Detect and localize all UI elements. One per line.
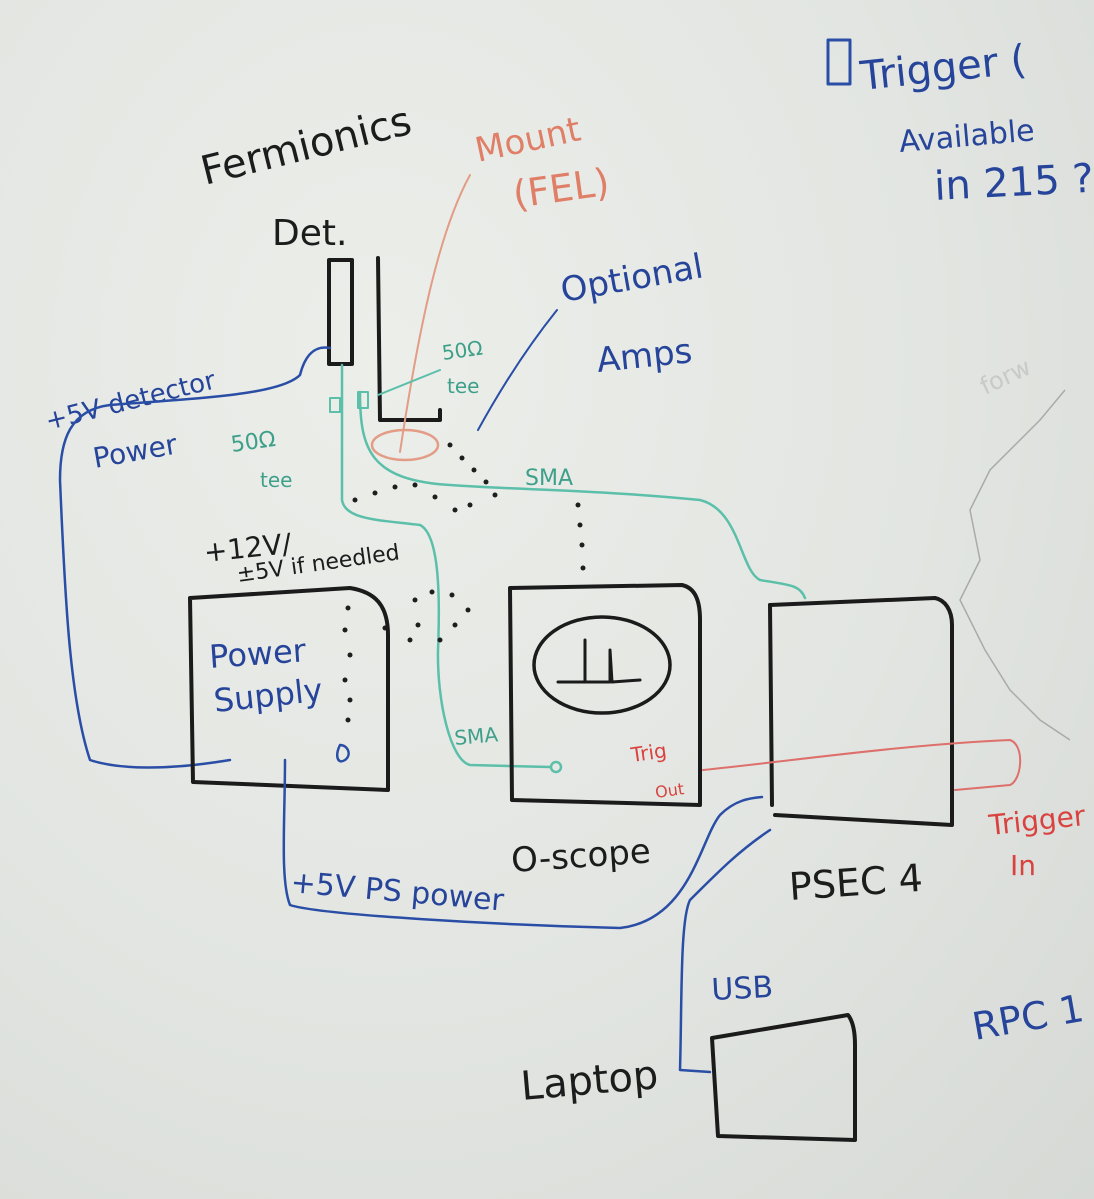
- tee-pointer-line: [377, 369, 441, 396]
- label-trigger-q-2: Available: [898, 113, 1036, 160]
- psec-box-left: [768, 603, 774, 807]
- psec-box: [768, 596, 954, 827]
- erased-sketch: [959, 389, 1071, 741]
- label-mount: Mount: [472, 110, 585, 171]
- mount-pointer-line: [399, 174, 471, 453]
- label-trig-out-2: Out: [654, 779, 685, 802]
- label-tee-right-ohms: 50Ω: [440, 336, 484, 365]
- ps-power-cable: [282, 758, 764, 930]
- label-optional: Optional: [558, 247, 707, 311]
- power-supply-box: [188, 586, 390, 792]
- laptop-box: [710, 1013, 857, 1142]
- detector-mount-bracket: [376, 256, 442, 422]
- label-fermionics: Fermionics: [196, 98, 416, 195]
- label-amps: Amps: [595, 331, 694, 381]
- trigger-cable: [702, 739, 1022, 791]
- label-det-power-1: +5V detector: [42, 365, 219, 436]
- label-power-supply-2: Supply: [212, 671, 324, 720]
- tee-connector-left: [329, 397, 341, 413]
- label-psec: PSEC 4: [788, 856, 925, 909]
- usb-cable: [678, 828, 772, 1074]
- oscope-input-connector: [549, 760, 563, 774]
- label-tee-right-tee: tee: [447, 374, 479, 398]
- label-tee-left-ohms: 50Ω: [229, 427, 277, 458]
- oscope-waveform: [556, 638, 642, 684]
- sma-cable-to-psec: [358, 390, 807, 600]
- label-oscope: O-scope: [510, 831, 652, 881]
- label-usb: USB: [711, 970, 774, 1008]
- label-sma-mid: SMA: [453, 722, 499, 750]
- mount-outline: [370, 428, 440, 462]
- tee-connector-right: [357, 391, 369, 409]
- trigger-checkbox: [826, 38, 852, 86]
- ps-knob: [336, 743, 350, 763]
- detector-box: [327, 258, 354, 366]
- label-tee-left-tee: tee: [260, 468, 292, 492]
- label-sma-top: SMA: [525, 466, 573, 491]
- label-rpc: RPC 1: [969, 986, 1087, 1049]
- label-fel: (FEL): [510, 160, 612, 217]
- oscope-box: [508, 583, 702, 807]
- label-trigger-q-3: in 215 ?: [933, 156, 1094, 210]
- sma-cable-to-oscope: [340, 363, 552, 769]
- faded-text: forw: [976, 353, 1036, 401]
- label-trigger-in-1: Trigger: [986, 799, 1087, 842]
- amps-pointer-line: [477, 309, 558, 431]
- label-trigger-q-1: Trigger (: [857, 37, 1028, 100]
- label-power-supply-1: Power: [208, 631, 308, 676]
- detector-power-cable: [58, 346, 332, 769]
- label-trig-out-1: Trig: [628, 738, 668, 767]
- oscope-screen: [532, 615, 672, 715]
- label-laptop: Laptop: [519, 1052, 660, 1110]
- label-det: Det.: [272, 213, 347, 254]
- dotted-paths: [342, 442, 586, 723]
- label-trigger-in-2: In: [1010, 849, 1036, 882]
- label-det-power-2: Power: [90, 428, 180, 475]
